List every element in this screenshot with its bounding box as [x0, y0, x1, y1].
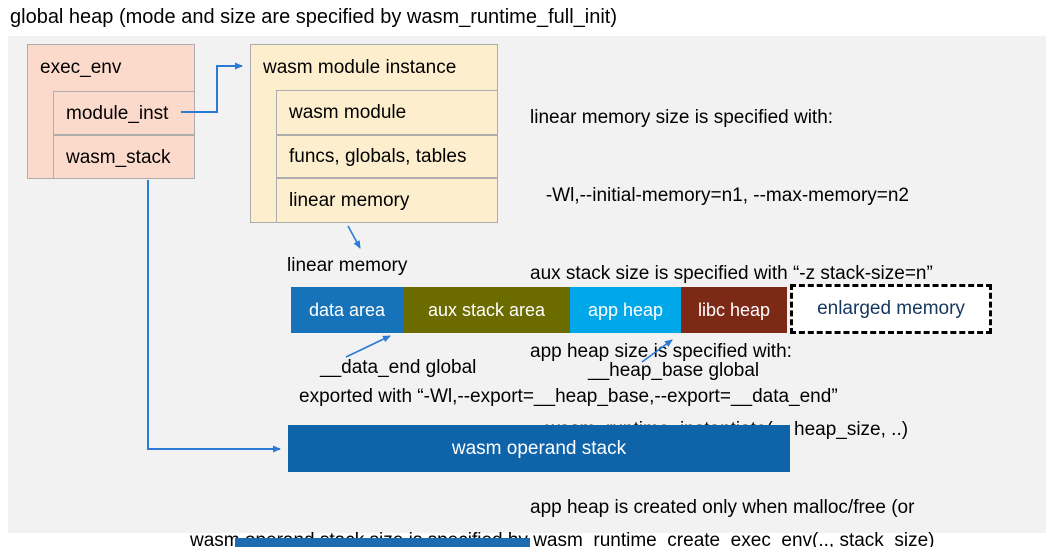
data-end-global-label: __data_end global [320, 357, 477, 378]
exec-env-header: exec_env [40, 57, 122, 78]
module-instance-row-linear-memory: linear memory [276, 178, 498, 223]
exec-env-row-wasm-stack: wasm_stack [53, 135, 195, 179]
segment-aux-stack-area: aux stack area [403, 287, 570, 333]
segment-app-heap: app heap [570, 287, 681, 333]
module-instance-header: wasm module instance [263, 57, 457, 78]
wasm-operand-stack-bar: wasm operand stack [288, 425, 790, 472]
segment-data-area: data area [291, 287, 403, 333]
exported-with-label: exported with “-Wl,--export=__heap_base,… [299, 386, 838, 407]
module-instance-row-funcs-globals-tables: funcs, globals, tables [276, 135, 498, 178]
note-line: -Wl,--initial-memory=n1, --max-memory=n2 [530, 185, 909, 206]
module-instance-row-wasm-module: wasm module [276, 90, 498, 135]
segment-enlarged-memory: enlarged memory [790, 284, 992, 334]
heap-base-global-label: __heap_base global [588, 360, 760, 381]
operand-stack-notes: wasm operand stack size is specified by … [190, 478, 935, 547]
note-line: linear memory size is specified with: [530, 107, 834, 128]
note-line: aux stack size is specified with “-z sta… [530, 263, 933, 284]
segment-libc-heap: libc heap [681, 287, 787, 333]
exec-env-row-module-inst: module_inst [53, 91, 195, 135]
linear-memory-label: linear memory [287, 255, 408, 276]
bottom-blue-strip [235, 538, 530, 547]
diagram-title: global heap (mode and size are specified… [10, 6, 617, 28]
note-line: app heap is created only when malloc/fre… [530, 497, 915, 518]
